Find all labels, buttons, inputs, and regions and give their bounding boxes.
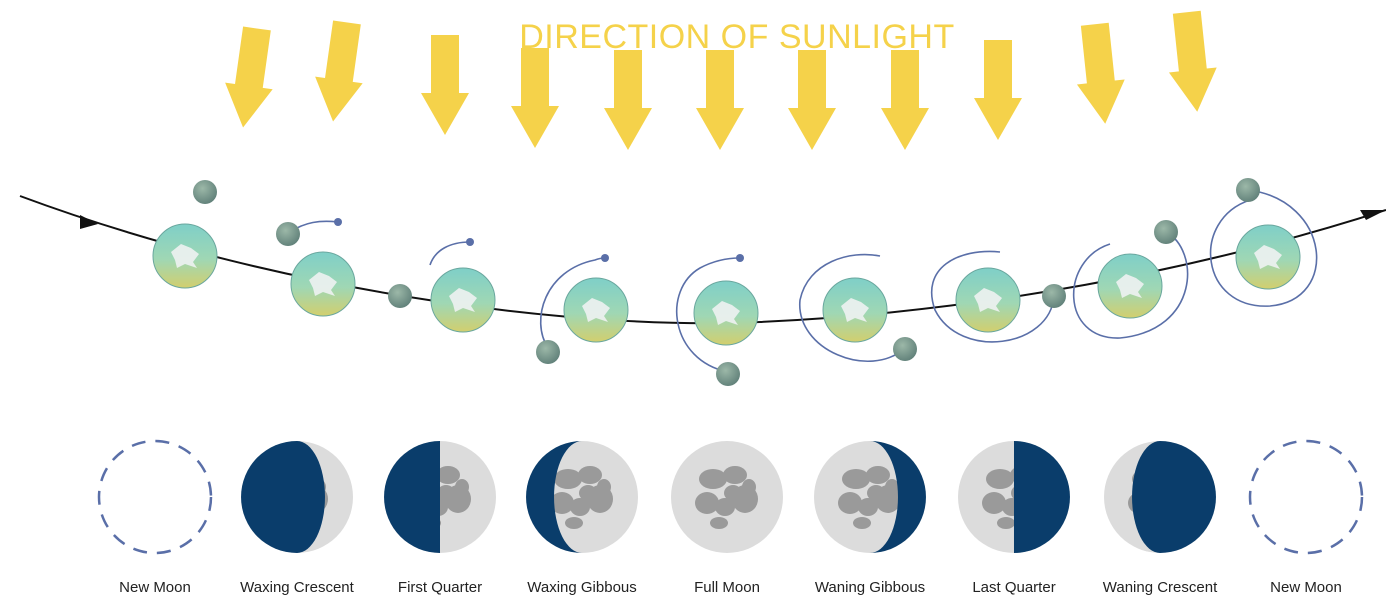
earth-icon <box>290 251 356 317</box>
moon-icon <box>388 284 412 308</box>
sunlight-arrow-icon <box>604 50 652 150</box>
moon-phase-disc <box>384 441 496 553</box>
sunlight-arrow-icon <box>225 26 273 128</box>
sunlight-arrow-icon <box>421 35 469 135</box>
moon-phase-row <box>97 439 1364 555</box>
moon-phase-disc <box>814 441 926 553</box>
moon-orbit-arc <box>429 238 474 266</box>
moon-phase-label: Waxing Crescent <box>240 579 354 596</box>
sunlight-arrow-icon <box>974 40 1022 140</box>
moon-icon <box>893 337 917 361</box>
moon-orbit-arc <box>930 250 1055 343</box>
sunlight-arrow-icon <box>1168 10 1217 112</box>
earth-icon <box>430 267 496 333</box>
earth-icon <box>152 223 218 289</box>
moon-phase-label: New Moon <box>1270 579 1342 596</box>
earth-orbit-path <box>19 195 1386 325</box>
moon-icon <box>1154 220 1178 244</box>
moon-icon <box>1042 284 1066 308</box>
moon-phase-label: First Quarter <box>398 579 482 596</box>
sunlight-arrow-icon <box>696 50 744 150</box>
moon-icon <box>716 362 740 386</box>
earth-icon <box>955 267 1021 333</box>
orbit-arrow-left-icon <box>80 215 98 229</box>
moon-icon <box>536 340 560 364</box>
earth-icon <box>563 277 629 343</box>
earth-icon <box>1097 253 1163 319</box>
sunlight-arrow-icon <box>315 20 363 122</box>
sunlight-arrows <box>225 10 1217 150</box>
sunlight-arrow-icon <box>511 48 559 148</box>
moon-phase-label: Waxing Gibbous <box>527 579 637 596</box>
moon-phase-disc <box>97 439 213 555</box>
earth-icon <box>693 280 759 346</box>
moon-icon <box>276 222 300 246</box>
moon-icon <box>1236 178 1260 202</box>
moon-phase-labels: New Moon Waxing Crescent First Quarter Waxi… <box>119 579 1342 596</box>
moon-phase-disc <box>1248 439 1364 555</box>
moon-phase-disc <box>241 441 353 553</box>
sunlight-arrow-icon <box>788 50 836 150</box>
moon-phase-label: Waning Crescent <box>1103 579 1218 596</box>
moon-phase-label: Full Moon <box>694 579 760 596</box>
diagram-title: DIRECTION OF SUNLIGHT <box>519 18 955 56</box>
earth-moon-positions <box>152 178 1318 386</box>
moon-phase-disc <box>526 441 638 553</box>
moon-icon <box>193 180 217 204</box>
moon-orbit-arc <box>799 253 906 363</box>
orbit-arrow-right-icon <box>1360 210 1386 220</box>
moon-orbit-arc <box>1209 189 1318 307</box>
moon-orbit-arc <box>676 254 744 373</box>
moon-phase-disc <box>671 441 783 553</box>
sunlight-arrow-icon <box>1076 22 1125 124</box>
earth-icon <box>1235 224 1301 290</box>
moon-orbit-arc <box>539 254 609 349</box>
moon-phase-disc <box>958 441 1070 553</box>
moon-orbit-arc <box>1072 231 1189 339</box>
moon-phase-disc <box>1104 441 1216 553</box>
moon-phase-label: Waning Gibbous <box>815 579 925 596</box>
moon-phase-label: New Moon <box>119 579 191 596</box>
earth-icon <box>822 277 888 343</box>
sunlight-arrow-icon <box>881 50 929 150</box>
moon-phase-label: Last Quarter <box>972 579 1055 596</box>
